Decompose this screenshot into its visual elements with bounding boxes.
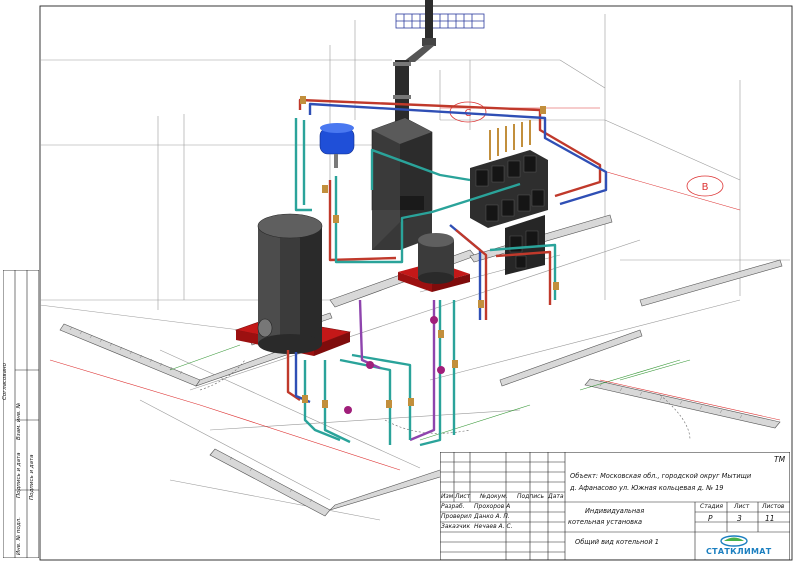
sheet-frame <box>39 5 793 561</box>
side-stamp-sign-date-2: Подпись и дата <box>29 454 35 500</box>
expansion-tank <box>319 123 355 168</box>
project-name-line1: Индивидуальная <box>585 507 645 515</box>
door-arcs <box>199 359 691 441</box>
role-developer: Разраб. <box>441 503 465 510</box>
header-signature: Подпись <box>517 493 544 500</box>
sheet-value: 3 <box>737 514 742 523</box>
storage-water-tank <box>234 213 352 356</box>
title-block-frame <box>440 452 790 560</box>
title-block-code: ТМ <box>774 455 786 464</box>
title-block-object-line1: Объект: Московская обл., городской округ… <box>570 472 752 480</box>
construction-lines <box>39 14 790 521</box>
sheets-value: 11 <box>765 514 775 523</box>
heating-manifold-pumps <box>470 120 548 275</box>
side-stamp <box>3 270 39 558</box>
side-stamp-sign-date-1: Подпись и дата <box>16 452 22 498</box>
header-sheet: Лист <box>455 493 471 500</box>
header-change: Изм. <box>441 493 456 500</box>
statklimat-logo-icon <box>720 535 748 547</box>
chimney-flue <box>393 0 436 130</box>
axis-label-b: B <box>702 182 709 193</box>
side-stamp-inv-replace: Взам. инв. № <box>16 402 22 440</box>
drawing-title: Общий вид котельной 1 <box>575 538 659 546</box>
role-checker-name: Данко А. П. <box>474 513 510 520</box>
role-developer-name: Прохоров А <box>474 503 511 510</box>
sheet-label: Лист <box>734 503 750 510</box>
pressure-gauges <box>344 316 445 414</box>
statklimat-logo-text: СТАТКЛИМАТ <box>706 547 772 556</box>
floor-standing-boiler <box>398 233 470 292</box>
top-hatch <box>395 13 485 29</box>
floor-plan-lines <box>169 344 691 441</box>
role-checker: Проверил <box>441 513 472 520</box>
project-name-line2: котельная установка <box>568 518 643 526</box>
header-date: Дата <box>548 493 564 500</box>
side-stamp-agreed: Согласовано <box>2 363 8 400</box>
stage-label: Стадия <box>700 503 724 510</box>
title-block-object-line2: д. Афанасово ул. Южная кольцевая д. № 19 <box>570 484 724 492</box>
red-floor-lines <box>49 359 781 471</box>
header-doc-no: №докум. <box>480 493 508 500</box>
side-stamp-inv-orig: Инв. № подл. <box>16 517 22 555</box>
axis-marker-b <box>686 175 724 197</box>
sheets-label: Листов <box>762 503 785 510</box>
role-customer: Заказчик <box>441 523 471 530</box>
stage-value: Р <box>708 514 713 523</box>
role-customer-name: Нечаев А. С. <box>474 523 513 530</box>
valves-and-fittings <box>300 96 559 408</box>
